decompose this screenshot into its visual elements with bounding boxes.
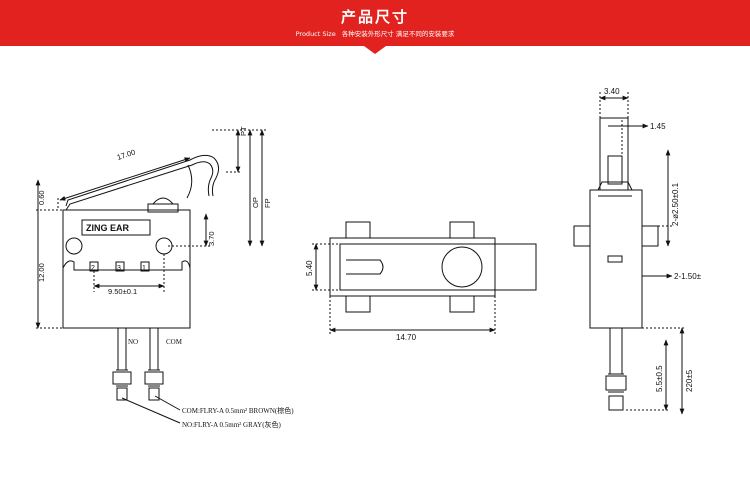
top-roller <box>441 246 483 288</box>
side-view <box>573 92 686 415</box>
dim-label-height: 12.00 <box>37 263 46 282</box>
dim-label-lever: 17.00 <box>116 148 137 162</box>
side-actuator <box>607 155 623 185</box>
dim-label-pt: PT <box>239 126 248 136</box>
top-view-text: 5.40 14.70 <box>305 260 417 342</box>
top-tab-br <box>449 295 475 313</box>
plunger-housing <box>147 203 179 213</box>
wire-com <box>149 327 159 371</box>
side-view-text: 3.40 1.45 2-ø2.50±0.1 2-1.50± 5.5±0.5 22… <box>604 87 702 392</box>
page-subtitle: Product Size 各种安装外形尺寸 满足不同的安装要求 <box>0 28 750 38</box>
dim-label-wire-long: 220±5 <box>685 369 694 392</box>
terminal-box-3 <box>115 261 125 272</box>
dim-label-length: 14.70 <box>396 333 417 342</box>
wire-break-no <box>116 369 128 387</box>
wire-sleeve-no <box>112 371 132 385</box>
wire-note-no: NO:FLRY-A 0.5mm² GRAY(灰色) <box>182 420 282 429</box>
side-body <box>589 189 643 329</box>
side-wire-break <box>608 373 624 393</box>
wire-tip-com <box>148 387 160 401</box>
leader-com <box>154 395 181 411</box>
side-lever <box>599 117 629 191</box>
top-tab-tl <box>345 221 371 239</box>
wire-sleeve-com <box>144 371 164 385</box>
mount-hole-left <box>65 237 83 255</box>
terminal-box-1 <box>140 261 150 272</box>
dim-label-holes: 2-ø2.50±0.1 <box>671 182 680 226</box>
dim-label-offset-side: 2-1.50± <box>674 272 702 281</box>
wire-tip-no <box>116 387 128 401</box>
banner-notch <box>364 46 386 54</box>
top-lever <box>339 243 537 291</box>
lever-arm-inner <box>65 161 214 211</box>
terminal-label-3: 3 <box>117 265 121 272</box>
front-view <box>35 129 266 424</box>
header-banner: 产品尺寸 Product Size 各种安装外形尺寸 满足不同的安装要求 <box>0 0 750 46</box>
brand-label: ZING EAR <box>86 223 130 233</box>
wire-label-no: NO <box>128 338 138 346</box>
front-view-text: ZING EAR 2 3 1 NO COM 17.00 0.60 12.00 3… <box>37 126 294 429</box>
side-wire <box>609 327 623 375</box>
side-wire-tip <box>608 395 624 411</box>
page-title: 产品尺寸 <box>340 8 409 26</box>
subtitle-cn: 各种安装外形尺寸 满足不同的安装要求 <box>341 30 455 38</box>
side-pin-right <box>641 225 659 247</box>
leader-no <box>121 397 181 424</box>
top-slot <box>346 259 384 275</box>
lever-arm <box>65 154 220 207</box>
side-pin-left <box>573 225 591 247</box>
terminal-label-1: 1 <box>142 265 146 272</box>
dim-label-width: 5.40 <box>305 260 314 276</box>
side-collar <box>597 181 633 191</box>
plunger-dome <box>152 197 174 205</box>
terminal-strip <box>62 260 191 271</box>
dim-label-actuator: 1.45 <box>650 122 666 131</box>
top-tab-tr <box>449 221 475 239</box>
dim-label-wire-short: 5.5±0.5 <box>655 365 664 392</box>
terminal-label-2: 2 <box>91 265 95 272</box>
top-body <box>329 237 496 297</box>
dim-line-lever <box>59 157 191 201</box>
dim-label-fp: FP <box>263 198 272 208</box>
side-window <box>607 255 623 263</box>
top-tab-bl <box>345 295 371 313</box>
dim-label-offset: 0.60 <box>37 190 46 205</box>
wire-break-com <box>148 369 160 387</box>
brand-plate <box>81 219 151 236</box>
wire-note-com: COM:FLRY-A 0.5mm² BROWN(棕色) <box>182 406 294 415</box>
subtitle-en: Product Size <box>295 30 336 38</box>
dim-label-op: OP <box>251 197 260 208</box>
dim-label-side-width: 3.40 <box>604 87 620 96</box>
wire-no <box>117 327 127 371</box>
dim-label-pin: 3.70 <box>207 231 216 246</box>
wire-label-com: COM <box>166 338 183 346</box>
dim-label-pitch: 9.50±0.1 <box>108 287 137 296</box>
lever-hinge <box>186 164 193 199</box>
top-view <box>312 221 537 336</box>
side-wire-sleeve <box>605 375 627 391</box>
